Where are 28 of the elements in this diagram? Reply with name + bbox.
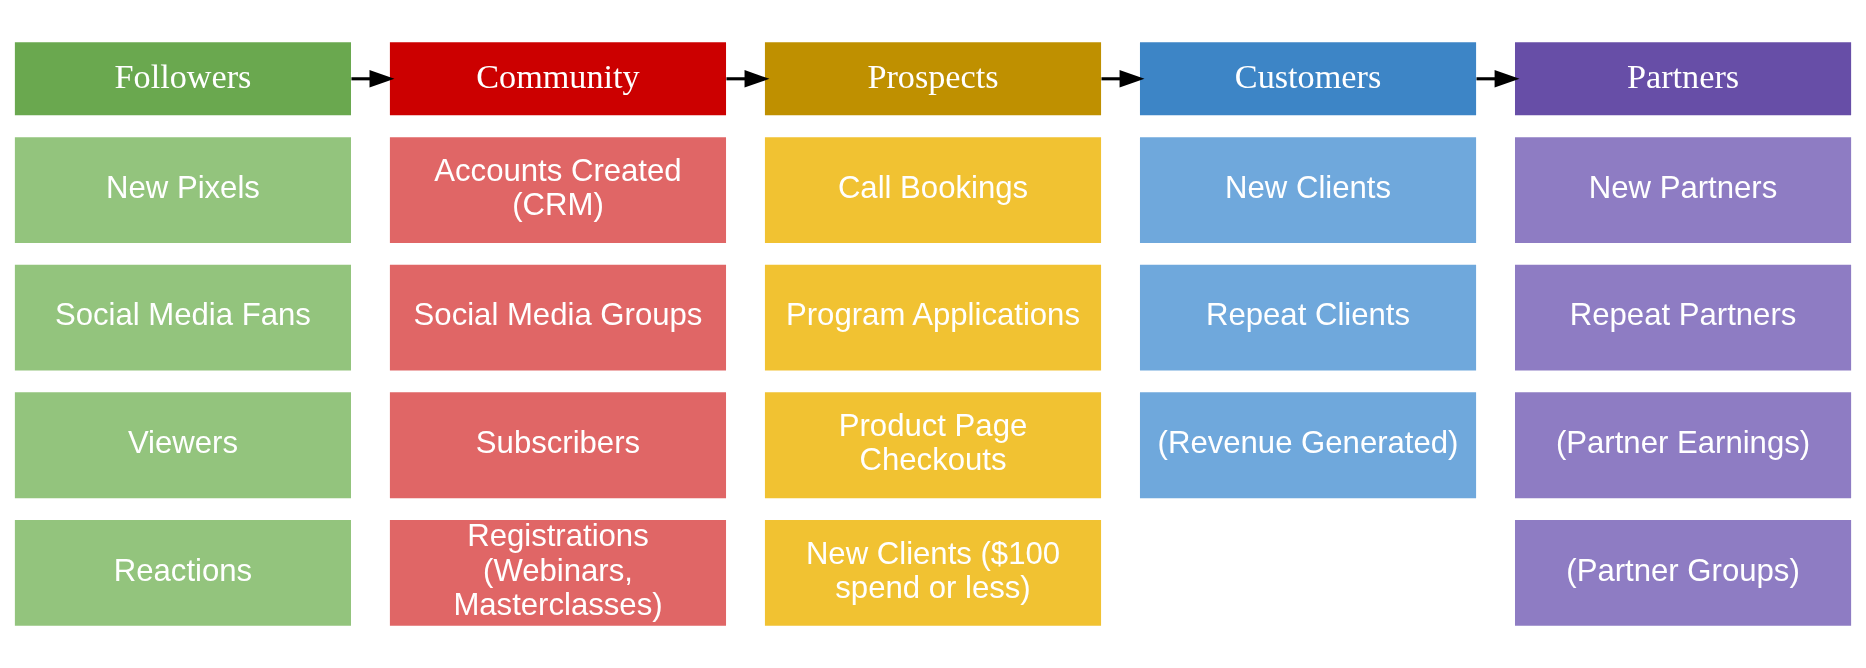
node-box: Subscribers bbox=[389, 392, 727, 499]
node-box: Reactions bbox=[14, 519, 351, 626]
node-box: Social Media Groups bbox=[389, 264, 727, 371]
arrow bbox=[1476, 70, 1520, 88]
node-box: New Partners bbox=[1515, 137, 1852, 243]
node-box: New Clients ($100 spend or less) bbox=[764, 519, 1102, 626]
node-box: Community bbox=[389, 42, 727, 116]
node-box: (Partner Earnings) bbox=[1515, 392, 1852, 499]
node-box: (Partner Groups) bbox=[1515, 519, 1852, 626]
node-box: Product Page Checkouts bbox=[764, 392, 1102, 499]
node-box: Followers bbox=[14, 42, 351, 116]
node-box: Call Bookings bbox=[764, 137, 1102, 243]
node-box: Program Applications bbox=[764, 264, 1102, 371]
node-box: Prospects bbox=[764, 42, 1102, 116]
arrow bbox=[1101, 70, 1145, 88]
arrow bbox=[351, 70, 395, 88]
node-box: Viewers bbox=[14, 392, 351, 499]
node-box: (Revenue Generated) bbox=[1139, 392, 1477, 499]
node-box: Social Media Fans bbox=[14, 264, 351, 371]
node-box: New Clients bbox=[1139, 137, 1477, 243]
arrow bbox=[726, 70, 770, 88]
node-box: Registrations (Webinars, Masterclasses) bbox=[389, 519, 727, 626]
node-box: Repeat Partners bbox=[1515, 264, 1852, 371]
node-box: Customers bbox=[1139, 42, 1477, 116]
node-box: Accounts Created (CRM) bbox=[389, 137, 727, 243]
node-box: Repeat Clients bbox=[1139, 264, 1477, 371]
node-box: New Pixels bbox=[14, 137, 351, 243]
node-box: Partners bbox=[1515, 42, 1852, 116]
